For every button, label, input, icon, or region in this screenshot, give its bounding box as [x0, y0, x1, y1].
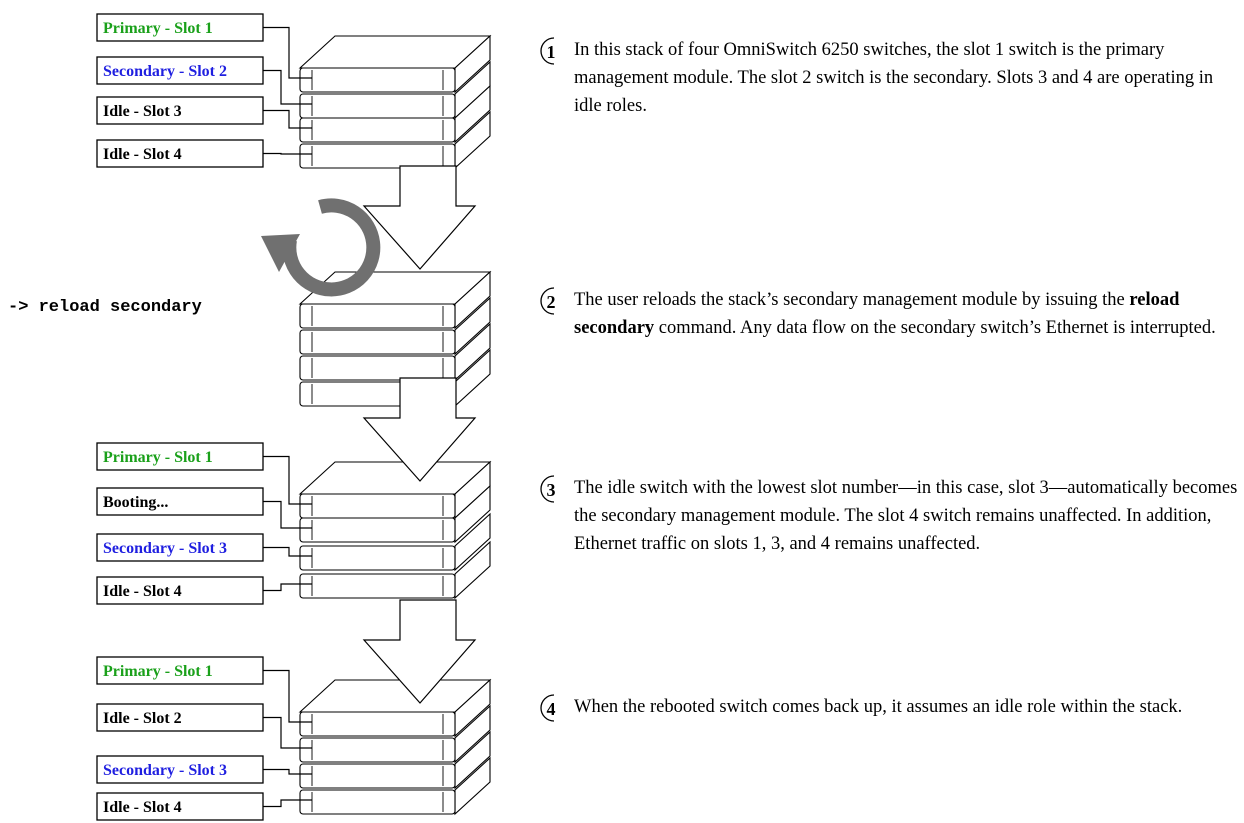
switch-slot-1 — [299, 493, 456, 519]
step-4-text: When the rebooted switch comes back up, … — [574, 697, 1183, 717]
slot-label-4: Idle - Slot 4 — [96, 139, 312, 168]
step-2-command-name: reload secondary — [574, 290, 1180, 338]
slot-label-2: Idle - Slot 2 — [96, 703, 312, 749]
slot-label-text: Secondary - Slot 2 — [103, 63, 227, 80]
step-2-text: The user reloads the stack’s secondary m… — [574, 290, 1216, 338]
label-connector — [263, 669, 312, 723]
switch-slot-3 — [299, 763, 456, 789]
switch-slot-1 — [299, 303, 456, 329]
switch-slot-2 — [299, 329, 456, 355]
rotate-arrow-icon — [261, 198, 381, 297]
slot-label-text: Idle - Slot 4 — [103, 799, 182, 816]
label-connector — [263, 583, 312, 592]
slot-label-4: Idle - Slot 4 — [96, 576, 312, 605]
reload-command-text: -> reload secondary — [8, 298, 202, 317]
label-connector — [263, 768, 312, 775]
slot-label-text: Idle - Slot 4 — [103, 146, 182, 163]
svg-text:3: 3 — [547, 480, 556, 500]
svg-text:4: 4 — [547, 699, 556, 719]
slot-label-text: Idle - Slot 2 — [103, 710, 182, 727]
slot-label-2: Secondary - Slot 2 — [96, 56, 312, 105]
switch-slot-2 — [299, 93, 456, 119]
slot-label-text: Idle - Slot 3 — [103, 103, 182, 120]
slot-label-3: Secondary - Slot 3 — [96, 533, 312, 562]
switch-stack-1 — [298, 34, 492, 170]
switch-stack-2 — [298, 270, 492, 408]
slot-label-4: Idle - Slot 4 — [96, 792, 312, 821]
switch-slot-4 — [299, 573, 456, 599]
step-1-text: In this stack of four OmniSwitch 6250 sw… — [574, 40, 1214, 116]
slot-label-text: Secondary - Slot 3 — [103, 762, 227, 779]
label-connector — [263, 716, 312, 749]
label-connector — [263, 69, 312, 105]
switch-slot-2 — [299, 737, 456, 763]
down-arrow-icon — [362, 165, 477, 270]
slot-label-text: Primary - Slot 1 — [103, 663, 213, 680]
switch-slot-4 — [299, 143, 456, 169]
switch-stack-3 — [298, 460, 492, 600]
step-3-number-badge: 3 — [540, 475, 570, 505]
slot-label-text: Booting... — [103, 494, 168, 511]
slot-label-text: Primary - Slot 1 — [103, 20, 213, 37]
label-connector — [263, 546, 312, 557]
slot-label-text: Idle - Slot 4 — [103, 583, 182, 600]
svg-text:2: 2 — [547, 292, 556, 312]
label-connector — [263, 152, 312, 155]
switch-slot-4 — [299, 789, 456, 815]
slot-label-3: Secondary - Slot 3 — [96, 755, 312, 784]
label-connector — [263, 26, 312, 79]
step-3-text: The idle switch with the lowest slot num… — [574, 478, 1238, 554]
switch-slot-3 — [299, 117, 456, 143]
slot-label-1: Primary - Slot 1 — [96, 442, 312, 505]
switch-slot-2 — [299, 517, 456, 543]
label-connector — [263, 500, 312, 529]
label-connector — [263, 455, 312, 505]
slot-label-1: Primary - Slot 1 — [96, 13, 312, 79]
slot-label-1: Primary - Slot 1 — [96, 656, 312, 723]
switch-slot-3 — [299, 545, 456, 571]
switch-slot-1 — [299, 711, 456, 737]
switch-stack-4 — [298, 678, 492, 816]
label-connector — [263, 109, 312, 129]
down-arrow-icon — [362, 599, 477, 704]
step-1-number-badge: 1 — [540, 37, 570, 67]
svg-text:1: 1 — [547, 42, 556, 62]
label-connector — [263, 799, 312, 808]
slot-label-2: Booting... — [96, 487, 312, 529]
switch-slot-1 — [299, 67, 456, 93]
step-2-number-badge: 2 — [540, 287, 570, 317]
slot-label-3: Idle - Slot 3 — [96, 96, 312, 129]
slot-label-text: Primary - Slot 1 — [103, 449, 213, 466]
slot-label-text: Secondary - Slot 3 — [103, 540, 227, 557]
step-4-number-badge: 4 — [540, 694, 570, 724]
down-arrow-icon — [362, 377, 477, 482]
switch-slot-3 — [299, 355, 456, 381]
